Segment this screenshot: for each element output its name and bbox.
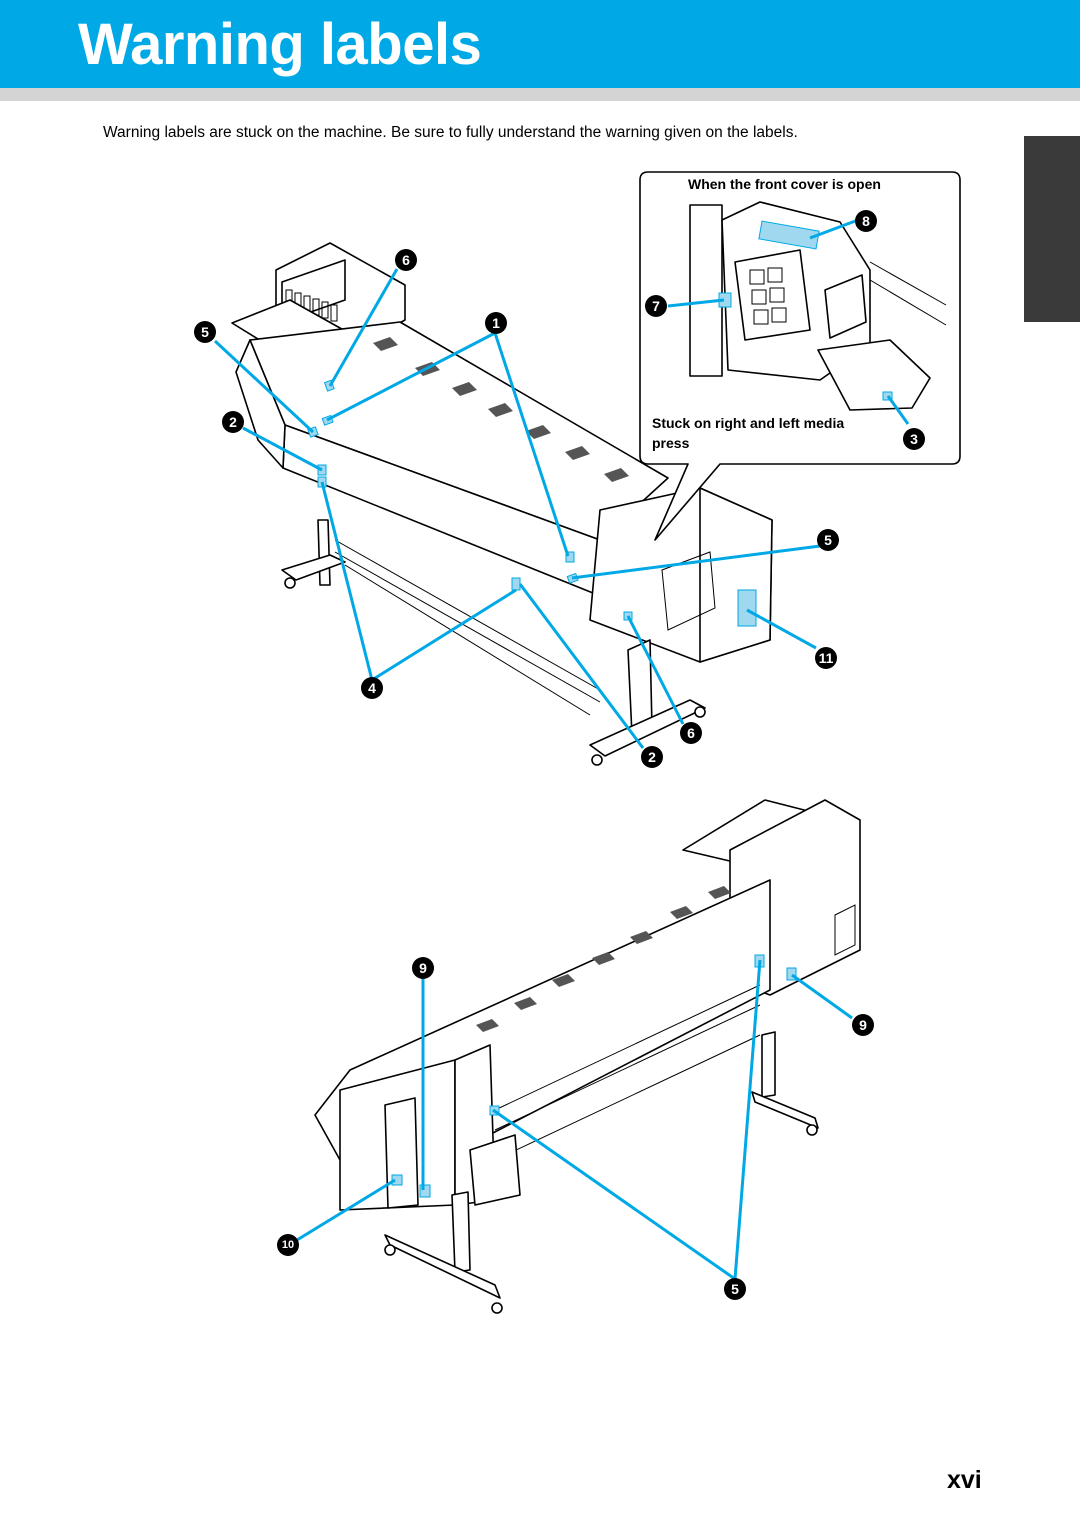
inset-caption-bottom: Stuck on right and left media	[652, 415, 845, 431]
callout-badge: 6	[680, 722, 702, 744]
callout-badges: 6 1 5 2 4 5 11 6 2 8 7 3 9 9 10 5	[194, 210, 925, 1300]
callout-badge: 6	[395, 249, 417, 271]
callout-badge: 3	[903, 428, 925, 450]
callout-badge: 4	[361, 677, 383, 699]
inset-caption-top: When the front cover is open	[688, 176, 881, 192]
callout-badge: 8	[855, 210, 877, 232]
header-rule	[0, 88, 1080, 101]
rear-view-machine	[314, 799, 861, 1314]
svg-text:5: 5	[201, 324, 209, 340]
callout-badge: 2	[641, 746, 663, 768]
inset-caption-bottom-2: press	[652, 435, 690, 451]
callout-badge: 7	[645, 295, 667, 317]
callout-badge: 5	[194, 321, 216, 343]
callout-lines	[213, 218, 910, 1281]
svg-text:5: 5	[824, 532, 832, 548]
svg-text:11: 11	[819, 650, 834, 666]
svg-text:5: 5	[731, 1281, 739, 1297]
page-number: xvi	[947, 1466, 982, 1494]
svg-text:3: 3	[910, 431, 918, 447]
svg-text:6: 6	[687, 725, 695, 741]
intro-text: Warning labels are stuck on the machine.…	[103, 124, 798, 141]
callout-badge: 5	[817, 529, 839, 551]
svg-text:7: 7	[652, 298, 660, 314]
page-title: Warning labels	[78, 12, 482, 77]
inset-box	[639, 171, 961, 541]
callout-badge: 11	[815, 647, 837, 669]
svg-text:1: 1	[492, 315, 500, 331]
svg-text:9: 9	[419, 960, 427, 976]
callout-badge: 1	[485, 312, 507, 334]
callout-badge: 9	[412, 957, 434, 979]
callout-badge: 2	[222, 411, 244, 433]
svg-text:2: 2	[229, 414, 237, 430]
svg-text:4: 4	[368, 680, 376, 696]
svg-text:8: 8	[862, 213, 870, 229]
callout-badge: 9	[852, 1014, 874, 1036]
section-tab	[1024, 136, 1080, 322]
callout-badge: 10	[277, 1234, 299, 1256]
svg-text:9: 9	[859, 1017, 867, 1033]
svg-text:10: 10	[282, 1239, 294, 1251]
page-header: Warning labels	[0, 0, 1080, 88]
svg-text:6: 6	[402, 252, 410, 268]
callout-badge: 5	[724, 1278, 746, 1300]
svg-text:2: 2	[648, 749, 656, 765]
